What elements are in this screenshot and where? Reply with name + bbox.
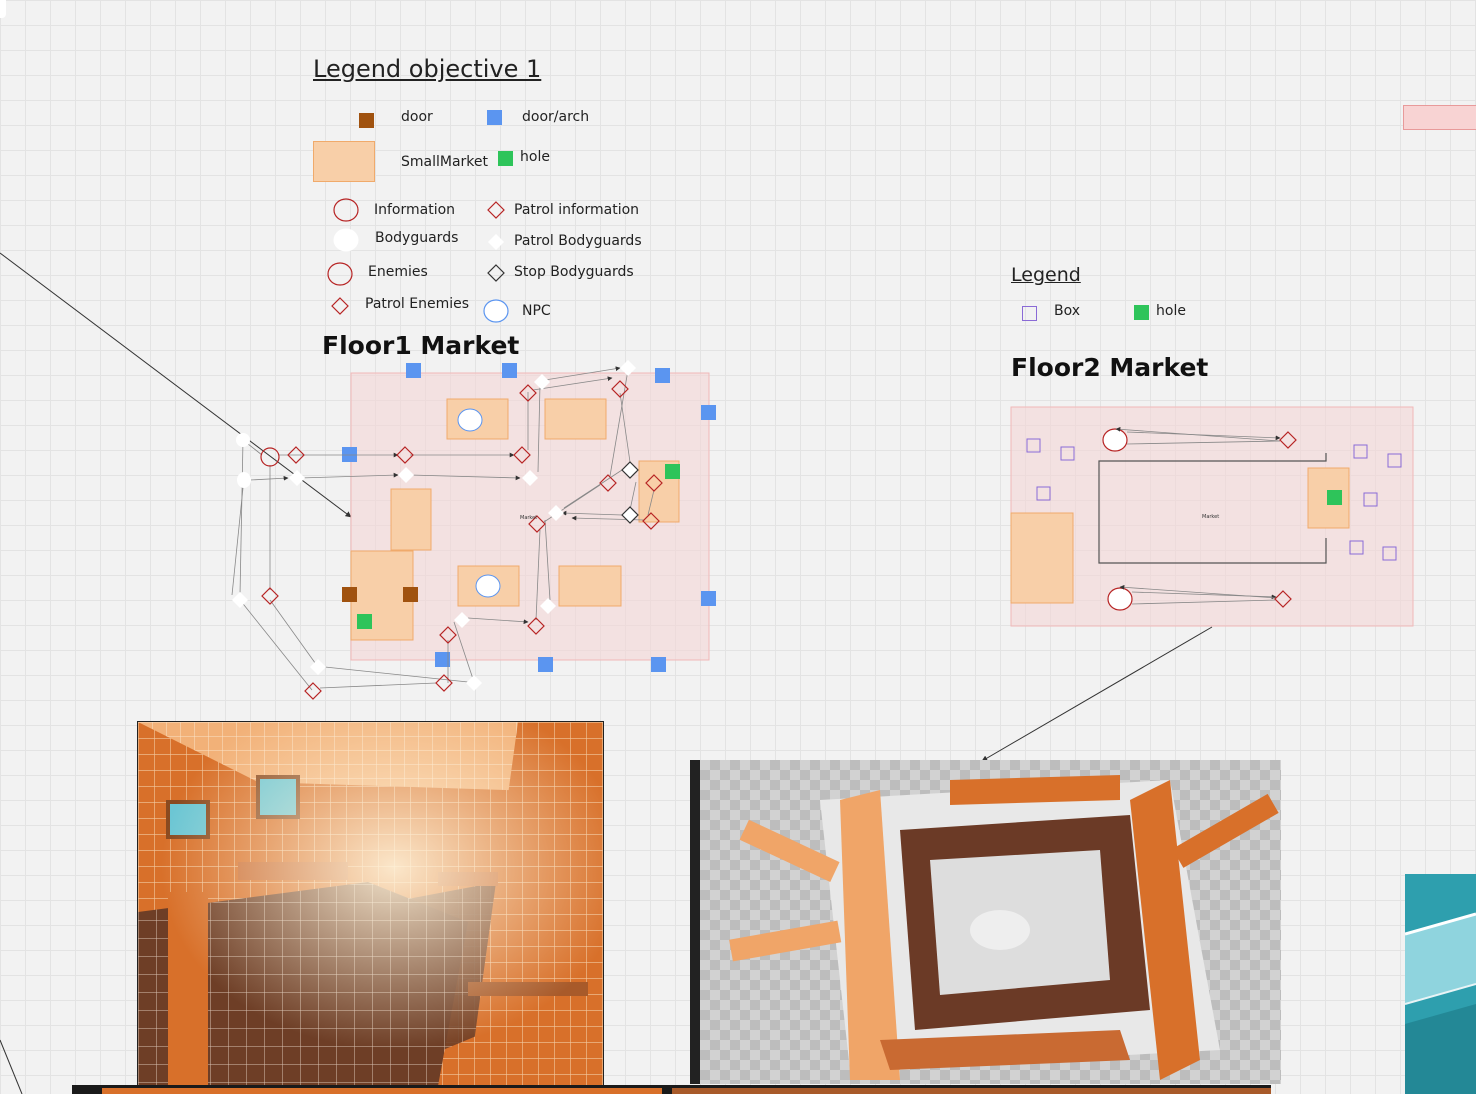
door-arch-marker	[406, 363, 421, 378]
bodyguard-icon	[236, 433, 250, 447]
patrol-information-icon	[487, 201, 505, 219]
small-market	[544, 398, 607, 440]
floor1-market-label: Market	[520, 515, 537, 521]
legend-patrol-enemies-label: Patrol Enemies	[365, 296, 470, 312]
information-icon	[260, 447, 280, 467]
legend-symbols	[327, 198, 509, 323]
offscreen-zone-shape[interactable]	[1403, 105, 1476, 130]
legend-door-label: door	[401, 109, 433, 125]
door-arch-marker	[538, 657, 553, 672]
patrol-bodyguard-icons	[232, 360, 636, 691]
npc-icon	[457, 408, 483, 432]
patrol-enemy-icons	[261, 380, 663, 700]
patrol-enemy-icon	[1279, 431, 1297, 449]
legend-box-label: Box	[1054, 303, 1081, 319]
small-market	[1307, 467, 1350, 529]
patrol-bodyguard-icon	[488, 234, 504, 250]
hole-marker	[1327, 490, 1342, 505]
box-swatch	[1022, 306, 1037, 321]
enemy-icon	[1102, 428, 1128, 452]
legend-information-label: Information	[374, 202, 456, 218]
patrol-enemy-icon	[331, 297, 349, 315]
floor2-title: Floor2 Market	[1011, 353, 1209, 382]
door-swatch	[359, 113, 374, 128]
legend-bodyguards-label: Bodyguards	[375, 230, 459, 246]
hole-swatch-2	[1134, 305, 1149, 320]
bodyguard-icon	[333, 228, 359, 252]
door-arch-marker	[651, 657, 666, 672]
connector-line-2	[981, 626, 1213, 762]
enemy-icon	[1107, 587, 1133, 611]
legend-objective-1-title: Legend objective 1	[313, 55, 542, 83]
floor2-map: Market	[1010, 406, 1414, 627]
small-market-swatch	[313, 141, 375, 182]
hole-marker	[357, 614, 372, 629]
door-marker	[342, 587, 357, 602]
hole-swatch	[498, 151, 513, 166]
legend-stop-bodyguards-label: Stop Bodyguards	[514, 264, 634, 280]
patrol-enemy-icon	[1274, 590, 1292, 608]
box-markers	[1026, 438, 1402, 561]
bodyguard-icon	[237, 472, 251, 488]
door-arch-marker	[701, 591, 716, 606]
information-icon	[333, 198, 359, 222]
legend-patrol-bodyguards-label: Patrol Bodyguards	[514, 233, 642, 249]
legend-door-arch-label: door/arch	[522, 109, 590, 125]
stop-bodyguard-icons	[621, 461, 639, 524]
door-arch-marker	[342, 447, 357, 462]
npc-icon	[483, 299, 509, 323]
connector-line-3	[0, 1039, 23, 1094]
door-marker	[403, 587, 418, 602]
floor1-map: Market	[231, 360, 716, 700]
legend-title: Legend	[1011, 264, 1081, 286]
small-market	[390, 488, 432, 551]
hole-marker	[665, 464, 680, 479]
npc-icon	[475, 574, 501, 598]
floor2-market-label: Market	[1202, 514, 1219, 520]
enemy-icon	[327, 262, 353, 286]
panel-edge	[0, 0, 6, 18]
legend-npc-label: NPC	[522, 303, 551, 319]
legend-small-market-label: SmallMarket	[401, 154, 489, 170]
door-arch-swatch	[487, 110, 502, 125]
legend2-hole-label: hole	[1156, 303, 1186, 319]
door-arch-marker	[502, 363, 517, 378]
stop-bodyguard-icon	[487, 264, 505, 282]
central-market-block	[1098, 453, 1327, 564]
door-arch-marker	[701, 405, 716, 420]
interior-render-image[interactable]	[137, 721, 604, 1087]
floor1-title: Floor1 Market	[322, 331, 520, 360]
door-arch-marker	[655, 368, 670, 383]
third-render-image-edge[interactable]	[72, 1085, 1271, 1094]
legend-hole-label: hole	[520, 149, 550, 165]
legend-enemies-label: Enemies	[368, 264, 428, 280]
legend-patrol-information-label: Patrol information	[514, 202, 640, 218]
connector-line	[0, 252, 352, 518]
small-market	[558, 565, 622, 607]
small-market	[1010, 512, 1074, 604]
door-arch-marker	[435, 652, 450, 667]
top-down-render-image[interactable]	[690, 760, 1281, 1084]
offscreen-render-image[interactable]	[1405, 874, 1476, 1094]
